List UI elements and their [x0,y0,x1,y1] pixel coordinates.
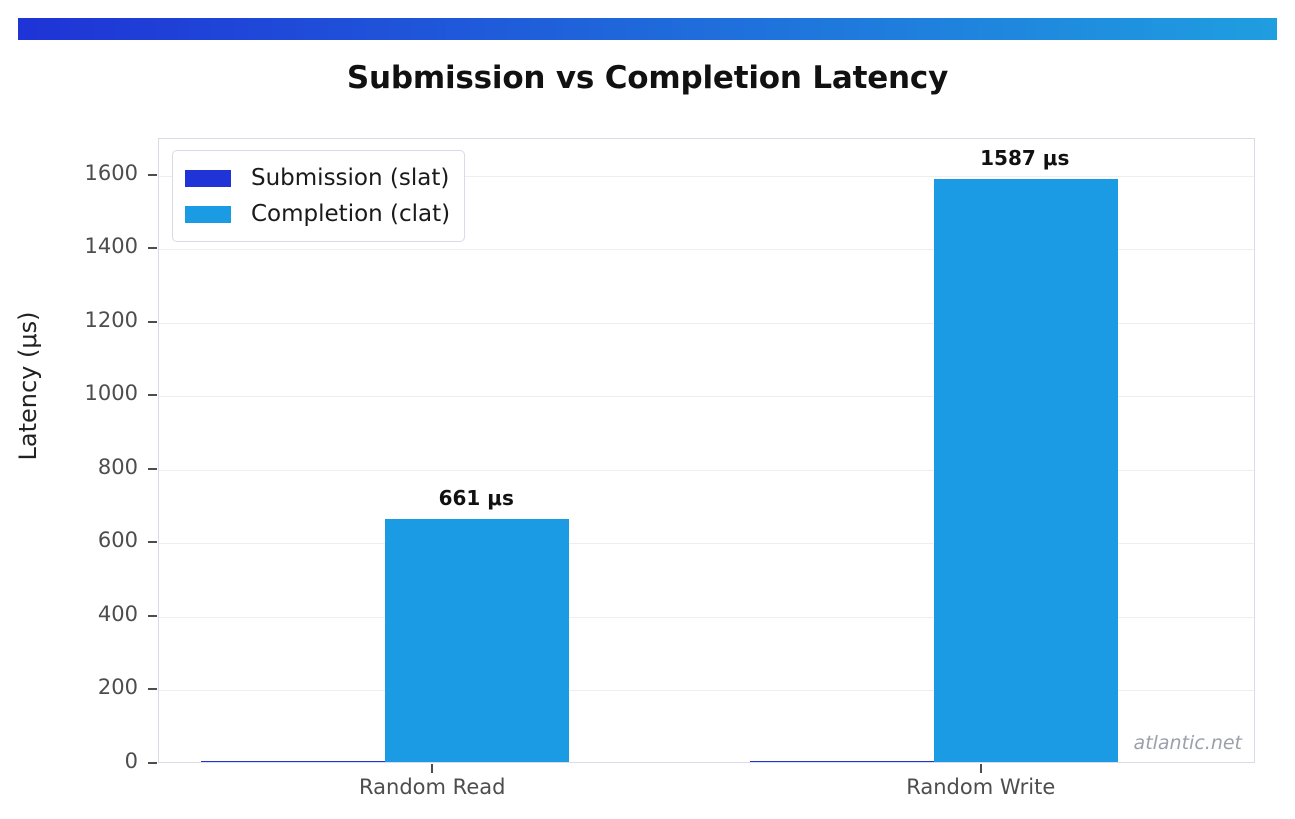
y-tick-label: 200 [97,675,138,700]
y-tick-mark [148,173,157,176]
watermark: atlantic.net [1133,732,1242,754]
y-tick-mark [148,467,157,470]
y-tick-mark [148,614,157,617]
legend-item: Completion (clat) [185,196,450,232]
y-tick-label: 800 [97,454,138,479]
plot-area: atlantic.net [158,138,1255,763]
gridline [159,396,1254,398]
legend-label-completion: Completion (clat) [251,201,451,227]
y-tick-mark [148,394,157,397]
x-tick-mark [979,764,982,773]
legend-swatch-submission [185,169,231,187]
y-tick-mark [148,688,157,691]
y-tick-label: 600 [97,528,138,553]
gridline [159,175,1254,177]
x-tick-label: Random Read [359,775,506,799]
y-tick-label: 0 [124,749,138,773]
y-tick-mark [148,541,157,544]
y-tick-mark [148,320,157,323]
y-tick-label: 1000 [84,381,138,406]
gridline [159,249,1254,251]
legend-item: Submission (slat) [185,160,450,196]
y-tick-mark [148,762,157,764]
legend-label-submission: Submission (slat) [251,165,450,191]
bar-submission [749,761,934,762]
bar-completion [933,178,1118,762]
y-tick-label: 1600 [84,160,138,185]
gridline [159,543,1254,545]
legend-swatch-completion [185,205,231,223]
gridline [159,616,1254,618]
y-tick-label: 1400 [84,234,138,259]
x-tick-mark [431,764,434,773]
bar-submission [201,761,386,762]
y-tick-label: 400 [97,601,138,626]
chart-title: Submission vs Completion Latency [346,60,949,96]
y-tick-mark [148,247,157,250]
chart-legend: Submission (slat) Completion (clat) [172,150,466,242]
gridline [159,469,1254,471]
bar-value-label: 661 μs [438,485,514,510]
gridline [159,322,1254,324]
bar-completion [385,519,570,762]
gridline [159,690,1254,692]
brand-gradient-bar [18,18,1277,40]
y-tick-label: 1200 [84,307,138,332]
bar-value-label: 1587 μs [980,145,1070,170]
x-tick-label: Random Write [906,775,1056,799]
